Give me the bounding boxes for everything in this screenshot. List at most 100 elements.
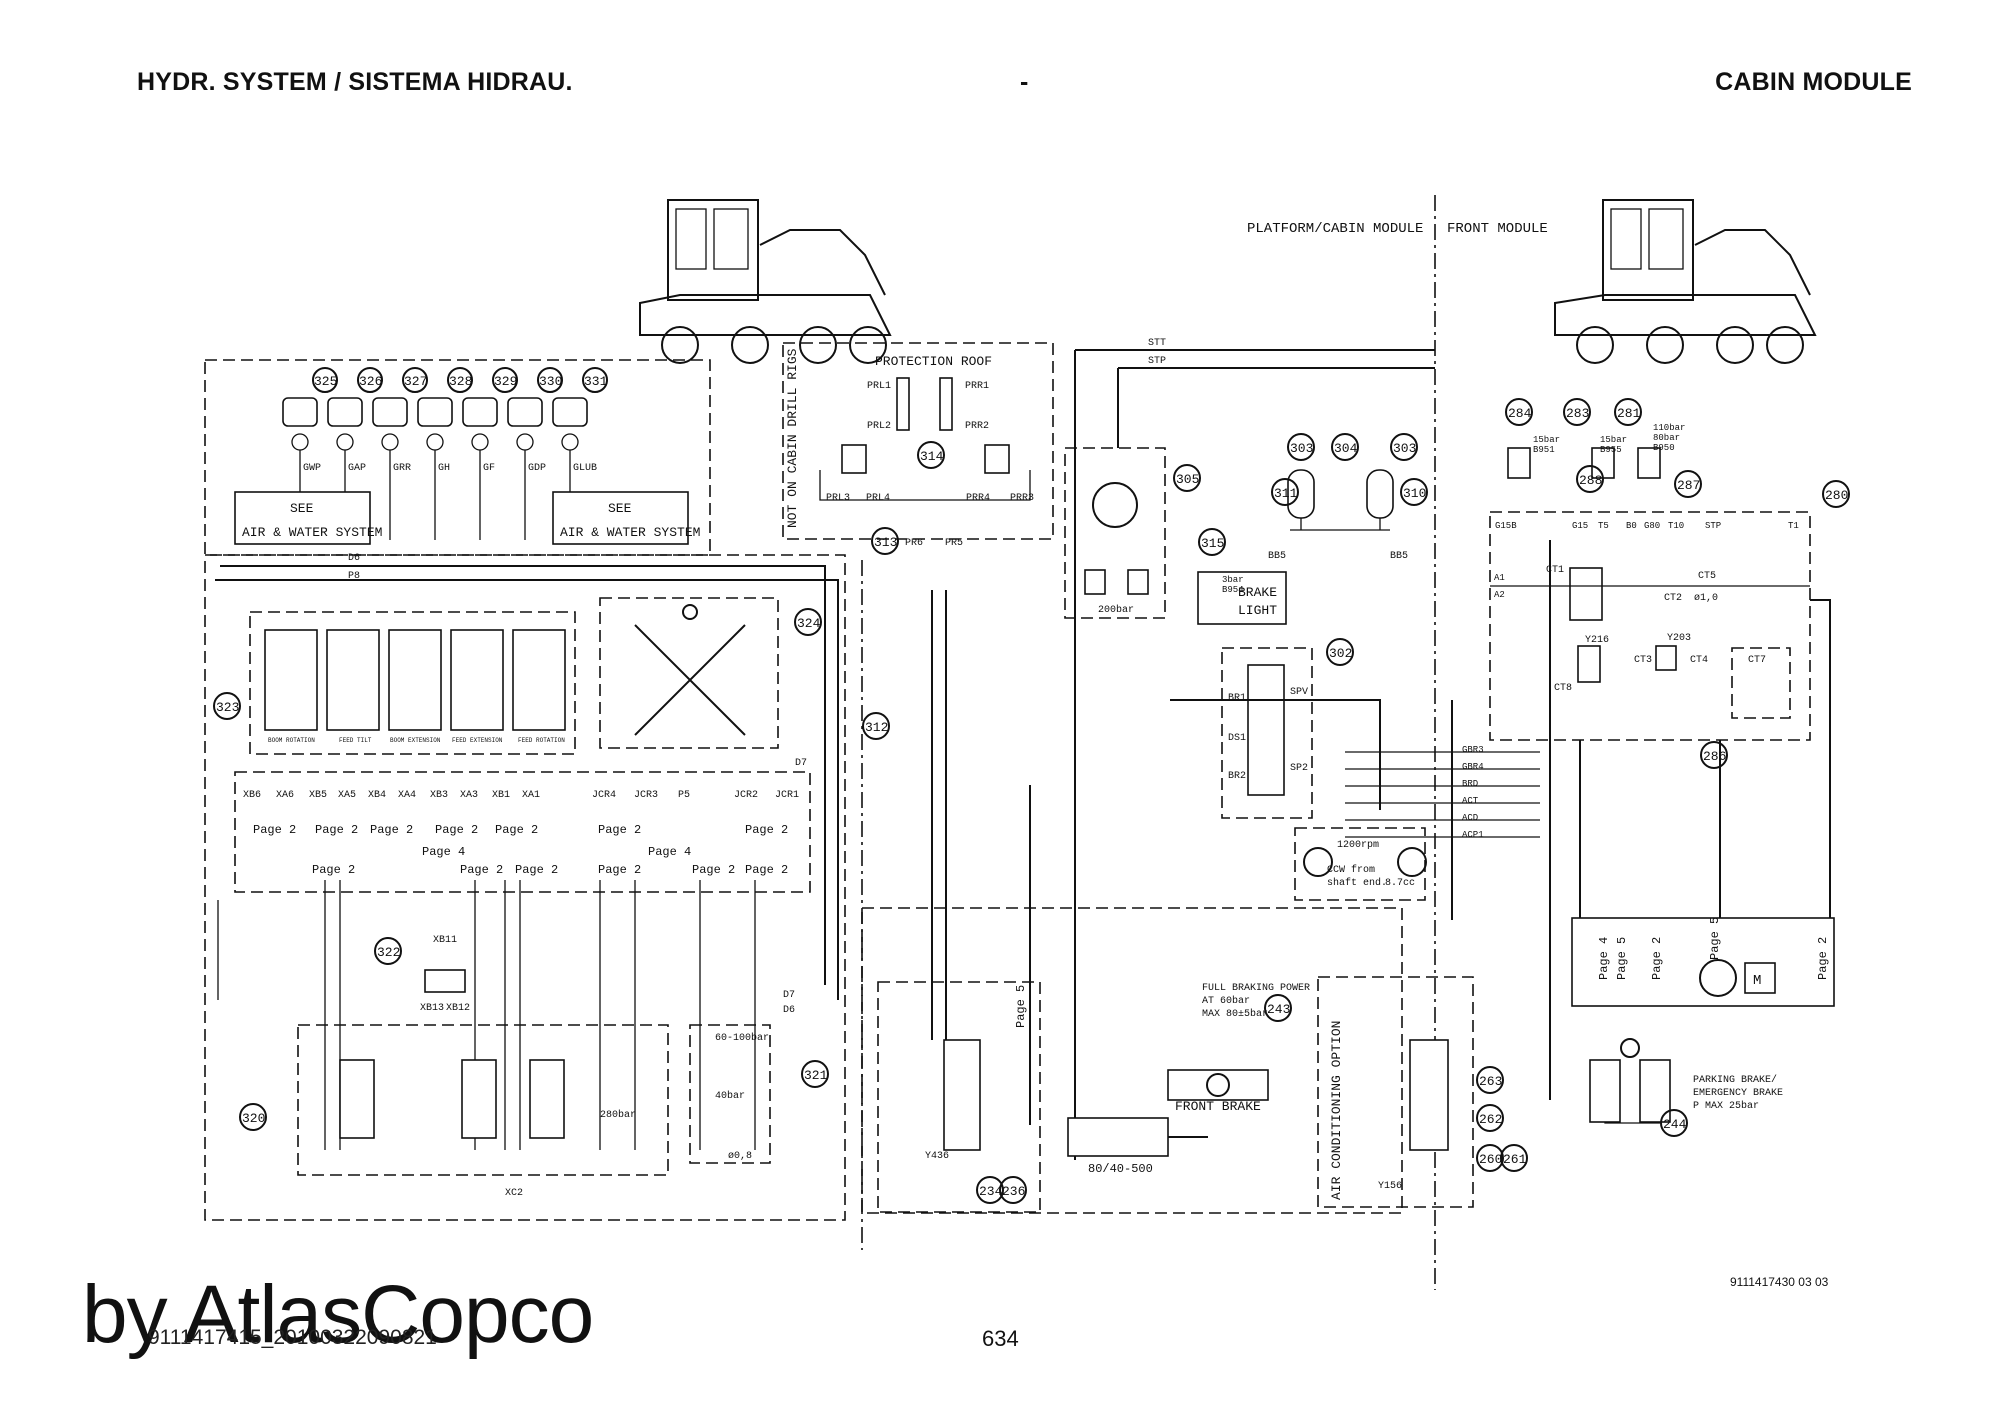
hose-act: ACT	[1462, 796, 1479, 806]
label-y203: Y203	[1667, 633, 1691, 644]
brake-cylinder	[1067, 1117, 1169, 1157]
pressure-60-100bar: 60-100bar	[715, 1032, 769, 1044]
protection-roof-label: PROTECTION ROOF	[875, 354, 992, 369]
pageref-7: Page 2	[745, 823, 788, 837]
port-jcr4: JCR4	[592, 790, 616, 801]
hose-grr: GRR	[393, 463, 411, 474]
port-bb5-left: BB5	[1268, 551, 1286, 562]
pageref-r5: Page 2	[1816, 937, 1830, 980]
label-ct4: CT4	[1690, 655, 1708, 666]
callout-321: 321	[804, 1068, 828, 1083]
air-water-label-right: AIR & WATER SYSTEM	[560, 525, 700, 540]
port-prl2: PRL2	[867, 421, 891, 432]
sensor-b951: B951	[1533, 445, 1555, 455]
pressure-3bar: 3bar	[1222, 575, 1244, 585]
pageref-12: Page 2	[692, 863, 735, 877]
pressure-40bar: 40bar	[715, 1090, 745, 1102]
callout-281: 281	[1617, 406, 1641, 421]
callout-261: 261	[1503, 1152, 1527, 1167]
orifice-phi08: ø0,8	[728, 1151, 752, 1162]
hose-gap: GAP	[348, 463, 366, 474]
air-conditioning-label: AIR CONDITIONING OPTION	[1329, 1021, 1344, 1200]
valve-y203	[1655, 645, 1677, 671]
label-y436: Y436	[925, 1151, 949, 1162]
callout-262: 262	[1479, 1112, 1502, 1127]
hose-gh: GH	[438, 463, 450, 474]
pageref-6: Page 2	[598, 823, 641, 837]
shuttle-valve-322	[424, 969, 466, 993]
label-ct2: CT2	[1664, 593, 1682, 604]
callout-320: 320	[242, 1111, 265, 1126]
parking-brake-note-3: P MAX 25bar	[1693, 1100, 1759, 1112]
callout-313: 313	[874, 535, 897, 550]
callout-314: 314	[920, 449, 944, 464]
port-xb5: XB5	[309, 790, 327, 801]
page-refs-panel: Page 2 Page 2 Page 2 Page 2 Page 2 Page …	[253, 823, 788, 877]
pump-assembly	[1294, 827, 1426, 901]
callout-329: 329	[494, 374, 517, 389]
pageref-11: Page 2	[598, 863, 641, 877]
parking-brake-note-2: EMERGENCY BRAKE	[1693, 1088, 1783, 1099]
pageref-5: Page 2	[495, 823, 538, 837]
hose-gbr4: GBR4	[1462, 762, 1484, 772]
port-br2: BR2	[1228, 771, 1246, 782]
callout-243: 243	[1267, 1002, 1290, 1017]
header-module-title: CABIN MODULE	[1715, 68, 1912, 96]
platform-module-label: PLATFORM/CABIN MODULE	[1247, 221, 1423, 237]
hose-acd: ACD	[1462, 813, 1478, 823]
port-g15: G15	[1572, 521, 1588, 531]
callout-305: 305	[1176, 472, 1199, 487]
pageref-8: Page 2	[312, 863, 355, 877]
see-label-right: SEE	[608, 501, 632, 516]
valve-ct7-frame	[1731, 647, 1791, 719]
port-xb4: XB4	[368, 790, 386, 801]
drawing-reference-number: 9111417430 03 03	[1730, 1275, 1829, 1289]
page-ref-panel	[234, 771, 811, 893]
hydraulic-motor	[1699, 959, 1737, 997]
port-br1: BR1	[1228, 693, 1246, 704]
hose-brd: BRD	[1462, 779, 1478, 789]
callout-315: 315	[1201, 536, 1224, 551]
pageref-1: Page 2	[253, 823, 296, 837]
pageref-10: Page 2	[515, 863, 558, 877]
port-bb5-right: BB5	[1390, 551, 1408, 562]
port-xb1: XB1	[492, 790, 510, 801]
air-conditioning-frame	[1317, 976, 1474, 1208]
callout-303-left: 303	[1290, 441, 1313, 456]
label-y156: Y156	[1378, 1181, 1402, 1192]
air-water-ref-right	[552, 491, 689, 545]
not-on-cabin-label: NOT ON CABIN DRILL RIGS	[785, 348, 800, 528]
port-prl4: PRL4	[866, 493, 890, 504]
port-g15b: G15B	[1495, 521, 1517, 531]
lower-center-frame	[861, 907, 1403, 1214]
hose-stt: STT	[1148, 338, 1166, 349]
hose-gbr3: GBR3	[1462, 745, 1484, 755]
sensor-b954: B954	[1222, 585, 1244, 595]
port-sp2: SP2	[1290, 763, 1308, 774]
pump-displacement: 8.7cc	[1385, 878, 1415, 889]
pressure-110bar: 110bar	[1653, 423, 1685, 433]
port-xb13: XB13	[420, 1003, 444, 1014]
callout-244: 244	[1663, 1117, 1687, 1132]
header-separator: -	[1020, 68, 1029, 96]
pressure-switch-281	[1637, 447, 1661, 479]
port-ds1: DS1	[1228, 733, 1246, 744]
callout-302: 302	[1329, 646, 1352, 661]
callout-303-right: 303	[1393, 441, 1416, 456]
pageref-r1: Page 4	[1597, 937, 1611, 980]
callout-row-top: 325 326 327 328 329 330 331	[312, 367, 608, 393]
front-module-label: FRONT MODULE	[1447, 221, 1548, 237]
port-xc2: XC2	[505, 1188, 523, 1199]
label-y216: Y216	[1585, 635, 1609, 646]
callout-260: 260	[1479, 1152, 1502, 1167]
hose-gwp: GWP	[303, 463, 321, 474]
pageref-r4: Page 5	[1708, 917, 1722, 960]
port-xb11: XB11	[433, 935, 457, 946]
section-feed-rotation: FEED ROTATION	[518, 737, 565, 744]
cylinder-spec: 80/40-500	[1088, 1162, 1153, 1176]
pageref-r2: Page 5	[1615, 937, 1629, 980]
parking-brake-left	[1589, 1059, 1621, 1123]
pressure-switch-284	[1507, 447, 1531, 479]
hose-p8: P8	[348, 571, 360, 582]
callout-331: 331	[584, 374, 608, 389]
